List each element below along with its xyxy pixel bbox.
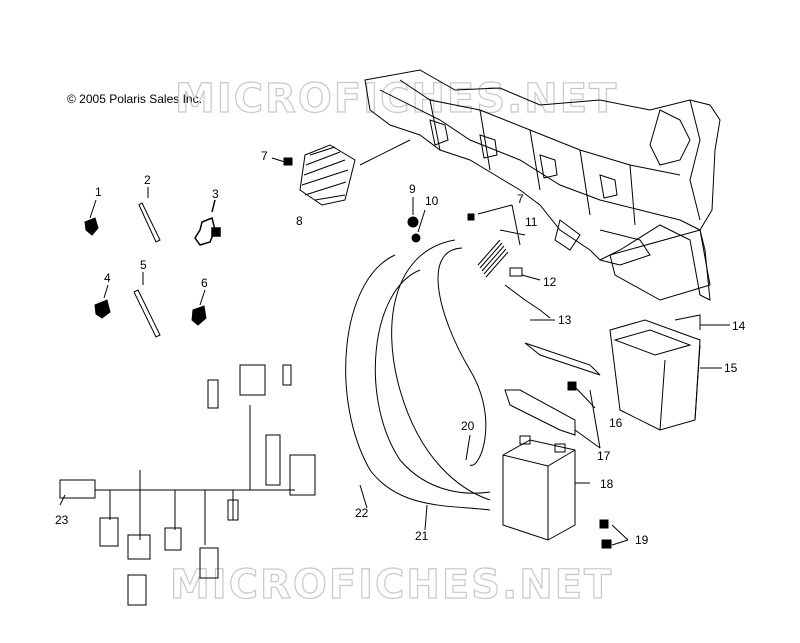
part-18-battery bbox=[502, 435, 590, 541]
callout-4: 4 bbox=[104, 271, 111, 285]
callout-1: 1 bbox=[95, 185, 102, 199]
part-20-21-22-cables bbox=[345, 239, 491, 531]
callout-3: 3 bbox=[212, 187, 219, 201]
part-3-clip bbox=[194, 199, 221, 246]
callout-6: 6 bbox=[201, 276, 208, 290]
part-10-washer bbox=[411, 209, 426, 243]
part-1-fastener bbox=[84, 199, 99, 236]
callout-11: 11 bbox=[525, 215, 538, 229]
watermark-top: MICROFICHES.NET bbox=[175, 76, 618, 122]
leader-lines bbox=[574, 389, 601, 449]
part-23-harness bbox=[59, 364, 316, 606]
callout-10: 10 bbox=[425, 194, 439, 208]
part-7-bolt-right bbox=[467, 204, 521, 246]
callout-7-left: 7 bbox=[261, 149, 268, 163]
callout-13: 13 bbox=[558, 313, 572, 327]
callout-7-right: 7 bbox=[517, 192, 524, 206]
callout-17: 17 bbox=[597, 449, 611, 463]
callout-12: 12 bbox=[543, 275, 557, 289]
callout-5: 5 bbox=[140, 258, 147, 272]
part-11-spring bbox=[477, 229, 526, 278]
part-14-15-battery-box bbox=[609, 314, 730, 431]
part-5-cable-tie bbox=[133, 272, 161, 338]
callout-20: 20 bbox=[461, 419, 475, 433]
part-2-cable-tie bbox=[138, 187, 161, 243]
callout-21: 21 bbox=[415, 529, 429, 543]
part-9-nut bbox=[407, 197, 419, 228]
part-12-terminal bbox=[509, 267, 541, 281]
part-4-clip bbox=[94, 284, 111, 319]
frame-assembly bbox=[364, 69, 721, 301]
callout-labels: 1 2 3 4 5 6 7 8 9 10 7 11 12 13 14 15 16… bbox=[55, 149, 746, 547]
part-6-fastener bbox=[191, 289, 207, 326]
callout-22: 22 bbox=[355, 506, 369, 520]
part-19-terminals bbox=[599, 519, 629, 549]
callout-15: 15 bbox=[724, 361, 738, 375]
part-7-bolt-left bbox=[271, 157, 293, 166]
callout-18: 18 bbox=[600, 477, 614, 491]
part-13-cable bbox=[504, 284, 555, 321]
callout-23: 23 bbox=[55, 513, 69, 527]
callout-8: 8 bbox=[296, 214, 303, 228]
watermark-bottom: MICROFICHES.NET bbox=[170, 562, 613, 608]
callout-16: 16 bbox=[609, 416, 623, 430]
callout-2: 2 bbox=[144, 173, 151, 187]
callout-19: 19 bbox=[635, 533, 649, 547]
copyright-text: © 2005 Polaris Sales Inc. bbox=[67, 92, 202, 106]
part-8-filter bbox=[299, 139, 411, 206]
callout-9: 9 bbox=[409, 182, 416, 196]
part-16-hold-down bbox=[504, 342, 601, 436]
callout-14: 14 bbox=[732, 319, 746, 333]
